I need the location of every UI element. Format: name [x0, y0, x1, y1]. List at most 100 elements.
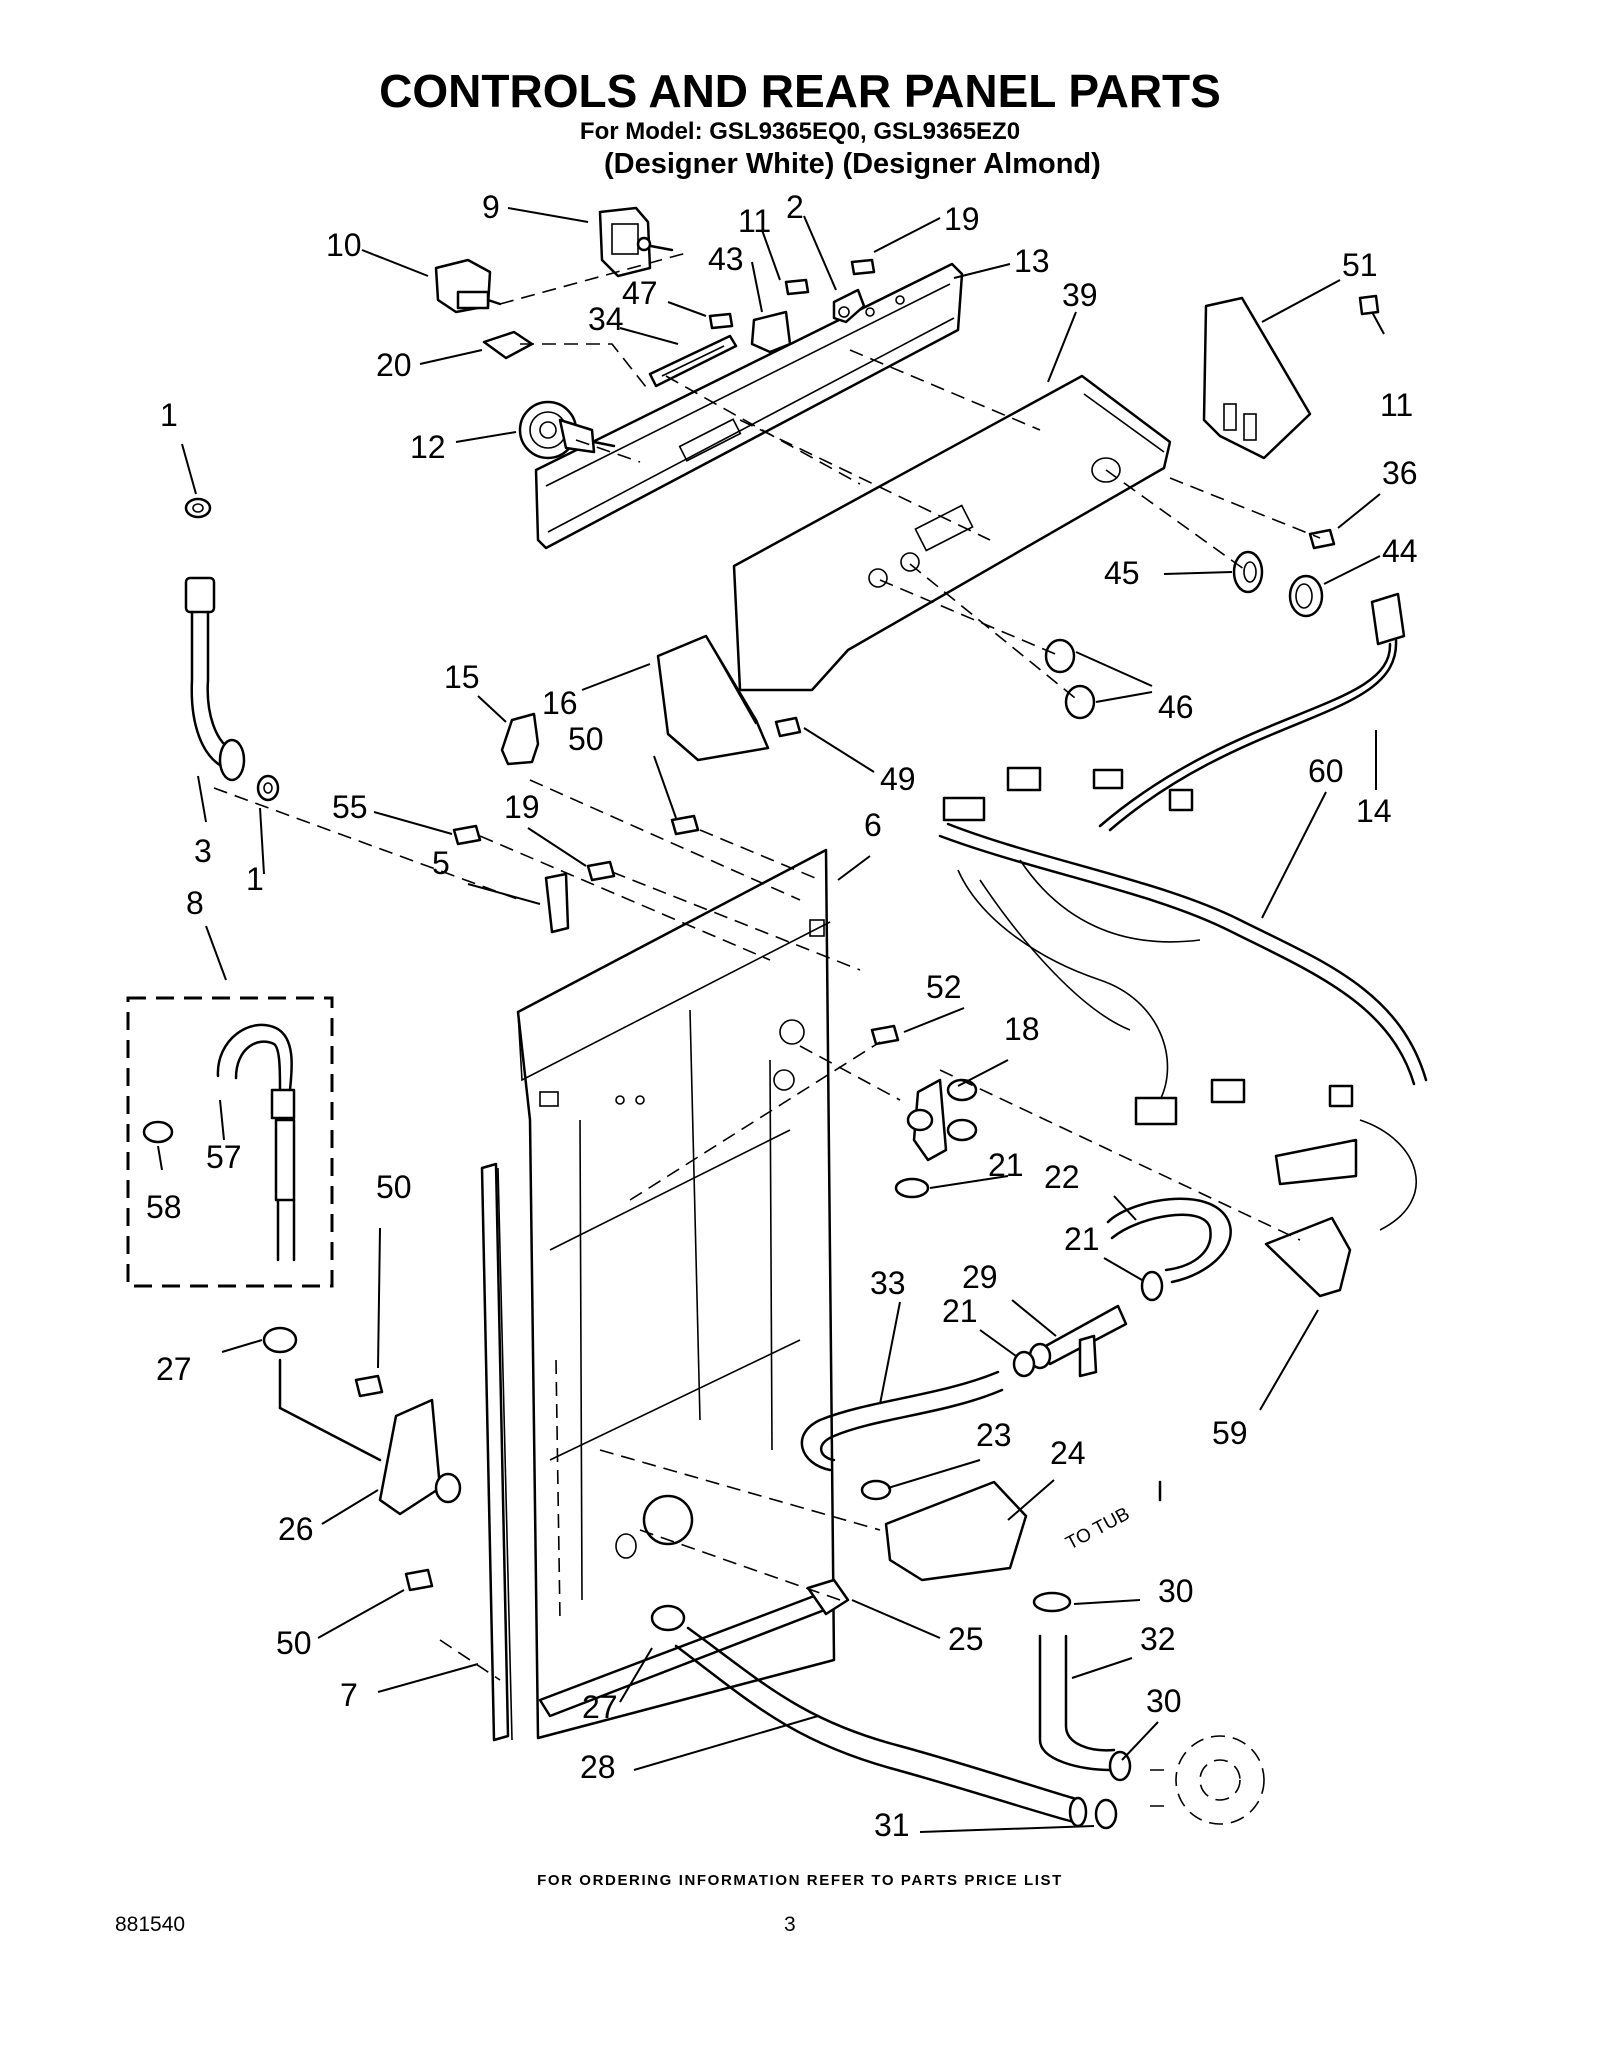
callout-50-bottom: 50 [276, 1625, 312, 1661]
callout-22: 22 [1044, 1159, 1080, 1195]
callout-24: 24 [1050, 1435, 1086, 1471]
callout-58: 58 [146, 1189, 182, 1225]
callout-7: 7 [340, 1677, 358, 1713]
page-number: 3 [784, 1913, 796, 1936]
bracket-part-24 [884, 1480, 1028, 1582]
console-cover-part-16 [656, 634, 770, 762]
callout-27-bottom: 27 [582, 1689, 618, 1725]
callout-9: 9 [482, 189, 500, 225]
callout-45: 45 [1104, 555, 1140, 591]
tub-hose-part-32 [1032, 1591, 1116, 1772]
screw-part-50-lower-left [354, 1374, 434, 1592]
knobs-part-46 [1044, 638, 1096, 720]
callout-60: 60 [1308, 753, 1344, 789]
clamp-part-30-lower [1108, 1750, 1132, 1782]
pump-part-26 [278, 1358, 462, 1516]
callout-43: 43 [708, 241, 744, 277]
screws-upper [708, 258, 876, 330]
callout-32: 32 [1140, 1621, 1176, 1657]
callout-5: 5 [432, 845, 450, 881]
callout-21-b: 21 [1064, 1221, 1100, 1257]
callout-28: 28 [580, 1749, 616, 1785]
callout-52: 52 [926, 969, 962, 1005]
clamp-part-21-c [1012, 1350, 1036, 1378]
timer-switch-part-10 [434, 258, 502, 314]
pump-housing-outline [1150, 1735, 1265, 1825]
callout-12: 12 [410, 429, 446, 465]
callout-11-right: 11 [1380, 387, 1413, 423]
callout-51: 51 [1342, 247, 1378, 283]
end-cap-part-51 [1202, 296, 1312, 460]
leader-lines [157, 207, 1385, 1833]
callout-59: 59 [1212, 1415, 1248, 1451]
callout-57: 57 [206, 1139, 242, 1175]
callout-49: 49 [880, 761, 916, 797]
rear-panel-part-6 [516, 848, 842, 1740]
clamp-part-21-b [1140, 1270, 1164, 1302]
drain-hose-kit-part-8-box [126, 996, 334, 1288]
callout-18: 18 [1004, 1011, 1040, 1047]
model-line: For Model: GSL9365EQ0, GSL9365EZ0 [579, 118, 1021, 145]
callout-39: 39 [1062, 277, 1098, 313]
trim-part-59 [1264, 1216, 1352, 1298]
callout-34: 34 [588, 301, 624, 337]
callout-31: 31 [874, 1807, 910, 1843]
assembly-lines [213, 251, 1321, 1681]
callout-44: 44 [1382, 533, 1418, 569]
callout-50-top: 50 [568, 721, 604, 757]
switch-part-43 [750, 310, 792, 354]
callout-21-a: 21 [988, 1147, 1024, 1183]
callout-19: 19 [944, 201, 980, 237]
screw-part-19-lower [586, 860, 616, 882]
callout-30-bottom: 30 [1146, 1683, 1182, 1719]
callout-16: 16 [542, 685, 578, 721]
side-panel-part-7 [480, 1162, 513, 1742]
callout-3: 3 [194, 833, 212, 869]
callout-numbers: 9 2 11 19 10 43 13 47 51 39 34 20 11 12 … [146, 189, 1418, 1843]
screw-part-50-upper [670, 814, 700, 836]
callout-55: 55 [332, 789, 368, 825]
clip-part-5 [544, 872, 570, 934]
screw-part-55 [452, 824, 482, 846]
model-variants: (Designer White) (Designer Almond) [604, 148, 1101, 180]
y-connector-part-29 [1028, 1304, 1128, 1378]
callout-50-left: 50 [376, 1169, 412, 1205]
callout-1-top: 1 [160, 397, 178, 433]
clamp-part-27-lower [650, 1604, 686, 1632]
callout-15: 15 [444, 659, 480, 695]
callout-23: 23 [976, 1417, 1012, 1453]
wire-harness-part-60 [938, 766, 1428, 1231]
callout-29: 29 [962, 1259, 998, 1295]
callout-26: 26 [278, 1511, 314, 1547]
screw-part-52 [870, 1024, 900, 1046]
switch-part-2 [832, 288, 866, 324]
screw-part-11-right [1358, 294, 1380, 316]
console-panel-part-39 [732, 374, 1172, 692]
power-cord-part-14 [1098, 592, 1406, 832]
screw-part-49 [774, 716, 802, 738]
water-valve-part-18 [906, 1078, 978, 1162]
callout-1-lower: 1 [246, 861, 264, 897]
hose-part-33 [800, 1370, 1004, 1472]
clamp-part-31 [1094, 1798, 1118, 1830]
hose-part-22 [1106, 1197, 1232, 1284]
callout-25: 25 [948, 1621, 984, 1657]
document-number: 881540 [115, 1913, 186, 1936]
callout-47: 47 [622, 275, 658, 311]
clamp-part-27-left [262, 1326, 298, 1354]
clamp-part-23 [860, 1479, 892, 1501]
clamp-part-21-a [894, 1177, 930, 1199]
page-title: CONTROLS AND REAR PANEL PARTS [379, 65, 1221, 117]
callout-10: 10 [326, 227, 362, 263]
callout-20: 20 [376, 347, 412, 383]
display-board-part-34 [648, 334, 738, 388]
ordering-note: FOR ORDERING INFORMATION REFER TO PARTS … [537, 1872, 1063, 1889]
callout-2: 2 [786, 189, 804, 225]
callout-30-top: 30 [1158, 1573, 1194, 1609]
to-tub-label: TO TUB [1062, 1503, 1133, 1554]
control-switch-part-9 [598, 206, 674, 278]
bracket-part-15 [500, 712, 540, 766]
fill-hose-part-3 [184, 576, 246, 782]
